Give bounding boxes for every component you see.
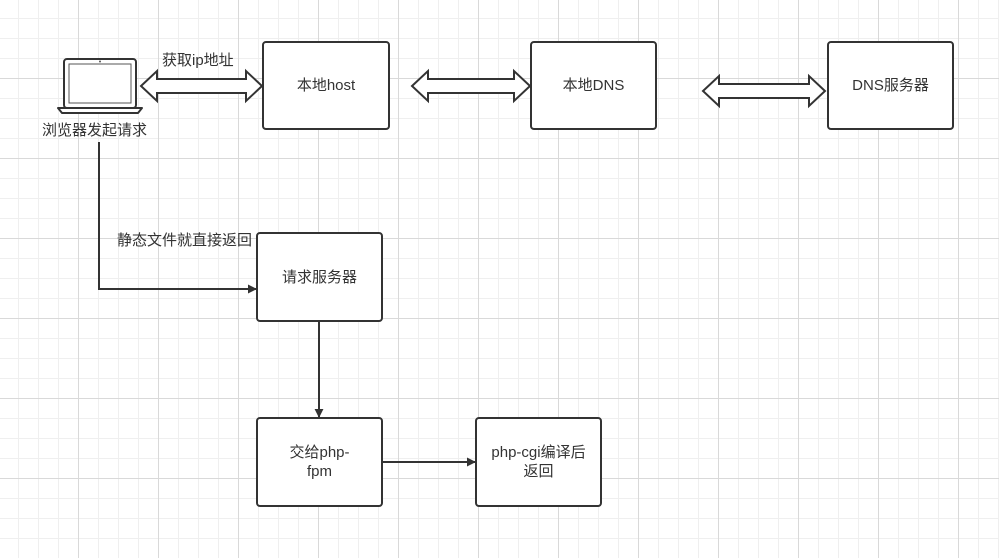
node-local-dns-label: 本地DNS: [562, 77, 625, 94]
arrow-localdns-dnsserver: [701, 73, 827, 109]
node-dns-server[interactable]: DNS服务器: [827, 41, 954, 130]
browser-caption: 浏览器发起请求: [42, 122, 148, 139]
node-local-host[interactable]: 本地host: [262, 41, 390, 130]
node-local-host-label: 本地host: [296, 77, 356, 94]
node-request-server[interactable]: 请求服务器: [256, 232, 383, 322]
node-dns-server-label: DNS服务器: [852, 77, 929, 94]
edge-label-static-return: 静态文件就直接返回: [117, 232, 253, 249]
node-php-cgi-label: php-cgi编译后返回: [491, 444, 586, 480]
arrow-browser-localhost: [139, 68, 264, 104]
node-request-server-label: 请求服务器: [281, 268, 357, 286]
arrow-localhost-localdns: [410, 68, 532, 104]
laptop-icon: [57, 58, 143, 114]
node-php-fpm[interactable]: 交给php-fpm: [256, 417, 383, 507]
edge-label-get-ip: 获取ip地址: [162, 52, 234, 69]
node-local-dns[interactable]: 本地DNS: [530, 41, 657, 130]
node-php-cgi[interactable]: php-cgi编译后返回: [475, 417, 602, 507]
node-php-fpm-label: 交给php-fpm: [289, 444, 350, 480]
edge-browser-requestserver: [98, 142, 257, 294]
